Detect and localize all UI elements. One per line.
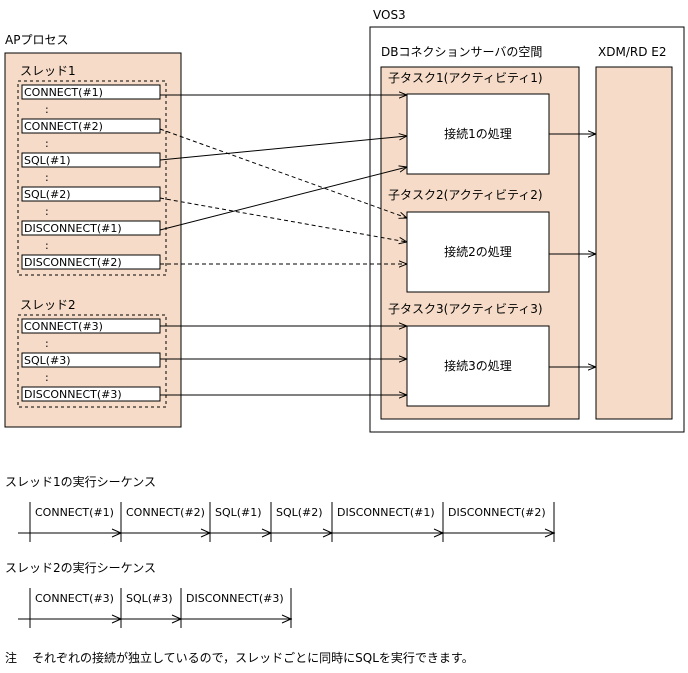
op-label: SQL(#2)	[24, 188, 71, 201]
sequence1-title: スレッド1の実行シーケンス	[5, 474, 156, 489]
arrow-disconnect1	[159, 167, 407, 231]
thread2-op-disconnect3: DISCONNECT(#3)	[21, 386, 161, 402]
sequence1-item: CONNECT(#1)	[35, 506, 114, 519]
task2-title: 子タスク2(アクティビティ2)	[388, 188, 543, 202]
ap-process-title: APプロセス	[5, 33, 68, 47]
continuation-dots: :	[45, 137, 49, 150]
sequence1-item: CONNECT(#2)	[126, 506, 205, 519]
thread1-op-sql2: SQL(#2)	[21, 186, 161, 202]
sequence2-item: CONNECT(#3)	[35, 592, 114, 605]
db-space-title: DBコネクションサーバの空間	[381, 45, 542, 59]
task3-title: 子タスク3(アクティビティ3)	[388, 302, 543, 316]
sequence1-item: SQL(#1)	[215, 506, 262, 519]
op-label: CONNECT(#3)	[24, 320, 103, 333]
op-label: DISCONNECT(#3)	[24, 388, 122, 401]
op-label: CONNECT(#1)	[24, 86, 103, 99]
thread1-op-disconnect2: DISCONNECT(#2)	[21, 254, 161, 270]
sequence1-item: SQL(#2)	[276, 506, 323, 519]
ap-process-box	[4, 52, 182, 428]
continuation-dots: :	[45, 171, 49, 184]
note-label: 注	[5, 650, 17, 665]
task2-process-label: 接続2の処理	[444, 244, 512, 259]
arrow-sql1	[159, 136, 407, 161]
continuation-dots: :	[45, 103, 49, 116]
task1-title: 子タスク1(アクティビティ1)	[388, 71, 543, 85]
thread1-op-sql1: SQL(#1)	[21, 152, 161, 168]
task3-process-label: 接続3の処理	[444, 358, 512, 373]
op-label: CONNECT(#2)	[24, 120, 103, 133]
task1-process-label: 接続1の処理	[444, 126, 512, 141]
sequence2-timeline	[18, 588, 293, 628]
xdm-box	[595, 66, 673, 420]
continuation-dots: :	[45, 371, 49, 384]
thread2-op-sql3: SQL(#3)	[21, 352, 161, 368]
thread1-title: スレッド1	[20, 64, 76, 78]
arrow-connect2	[159, 128, 407, 218]
op-label: DISCONNECT(#1)	[24, 222, 122, 235]
continuation-dots: :	[45, 239, 49, 252]
thread2-title: スレッド2	[20, 298, 76, 312]
sequence2-item: SQL(#3)	[126, 592, 173, 605]
note-text: それぞれの接続が独立しているので，スレッドごとに同時にSQLを実行できます。	[32, 650, 474, 665]
thread2-dashed-group	[17, 314, 167, 408]
thread1-op-connect2: CONNECT(#2)	[21, 118, 161, 134]
thread1-op-connect1: CONNECT(#1)	[21, 84, 161, 100]
xdm-title: XDM/RD E2	[598, 45, 666, 59]
sequence1-timeline	[18, 502, 556, 542]
sequence2-title: スレッド2の実行シーケンス	[5, 560, 156, 575]
continuation-dots: :	[45, 337, 49, 350]
thread1-op-disconnect1: DISCONNECT(#1)	[21, 220, 161, 236]
op-label: SQL(#3)	[24, 354, 71, 367]
sequence1-item: DISCONNECT(#1)	[337, 506, 435, 519]
op-label: SQL(#1)	[24, 154, 71, 167]
thread1-dashed-group	[17, 80, 167, 276]
continuation-dots: :	[45, 205, 49, 218]
task3-process-box	[406, 325, 550, 407]
thread2-op-connect3: CONNECT(#3)	[21, 318, 161, 334]
task2-process-box	[406, 211, 550, 293]
vos3-title: VOS3	[373, 8, 406, 22]
op-label: DISCONNECT(#2)	[24, 256, 122, 269]
sequence1-item: DISCONNECT(#2)	[448, 506, 546, 519]
sequence2-item: DISCONNECT(#3)	[186, 592, 284, 605]
